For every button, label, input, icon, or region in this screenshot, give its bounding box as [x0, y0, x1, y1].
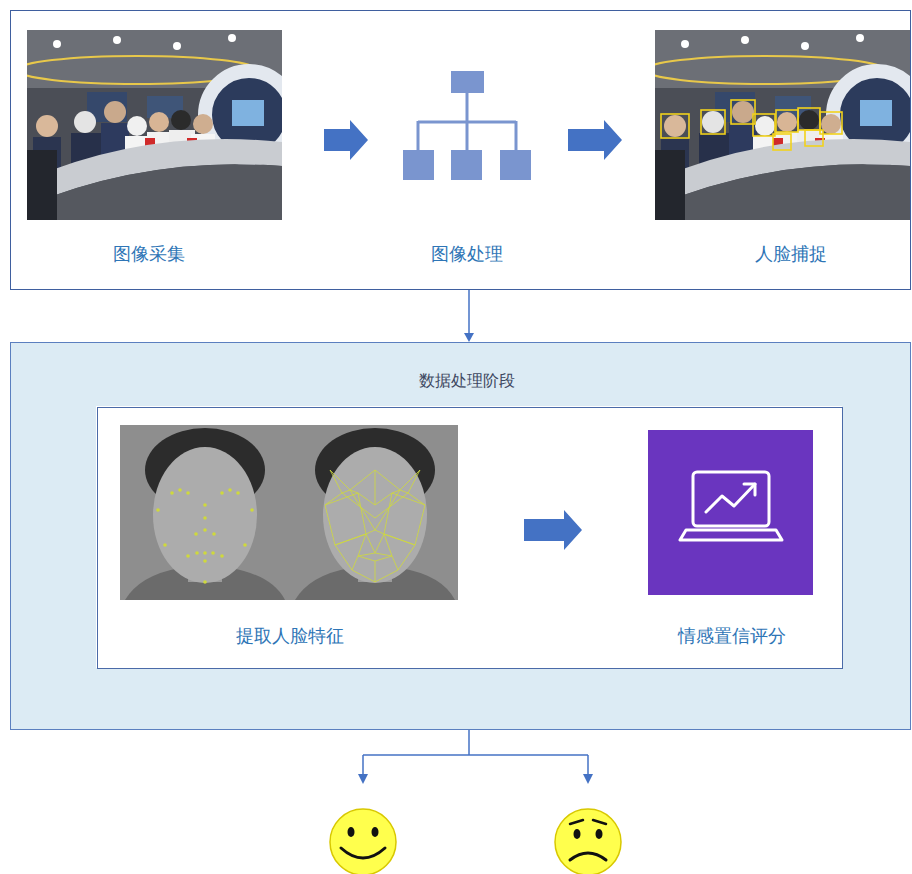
stage-frame: 图像采集 图像处理 人脸捕捉 [10, 10, 911, 290]
process-step: 提取人脸特征 [112, 422, 524, 662]
process-step: 图像采集 [28, 31, 324, 286]
block-arrow [524, 510, 582, 550]
block-arrow [568, 120, 622, 160]
step-caption: 情感置信评分 [678, 625, 786, 648]
process-step: 情感置信评分 [582, 422, 837, 662]
flow-arrow [464, 290, 474, 342]
process-step: 图像处理 [368, 31, 568, 286]
process-step: 人脸捕捉 [622, 31, 912, 286]
inner-panel: 提取人脸特征 情感置信评分 [97, 407, 843, 669]
step-caption: 图像采集 [113, 243, 185, 266]
step-caption: 人脸捕捉 [755, 243, 827, 266]
block-arrow [324, 120, 368, 160]
band-title: 数据处理阶段 [419, 371, 515, 391]
step-caption: 图像处理 [431, 243, 503, 266]
stage-band: 数据处理阶段提取人脸特征 情感置信评分 [10, 342, 911, 730]
step-caption: 提取人脸特征 [236, 625, 344, 648]
